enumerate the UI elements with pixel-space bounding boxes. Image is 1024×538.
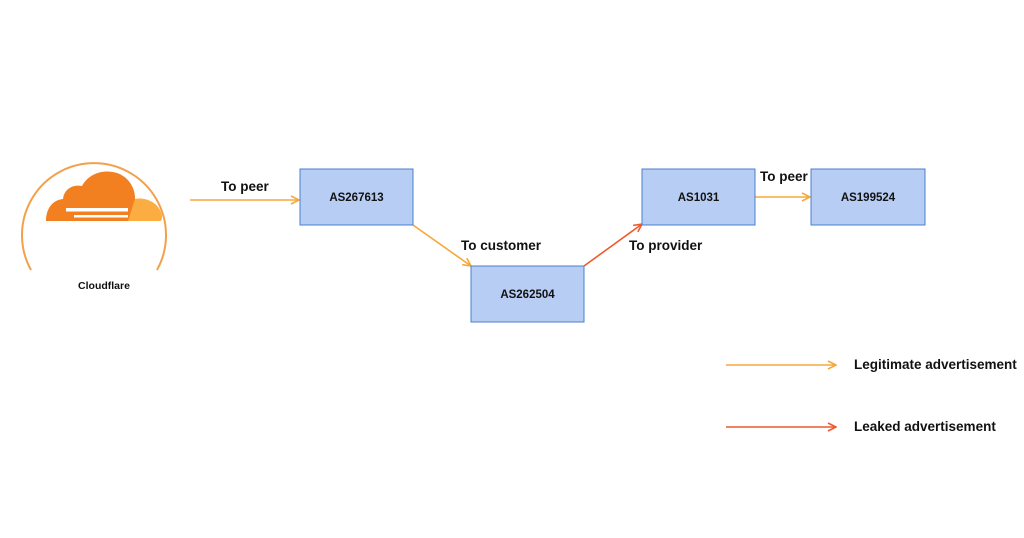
edge-to-customer [412,224,471,266]
as-node-label: AS199524 [841,192,896,204]
cloud-main-shape [46,171,136,221]
cloudflare-cloud-icon [46,171,162,221]
edge-label-to-customer: To customer [461,238,542,253]
cloudflare-label: Cloudflare [78,280,130,292]
as-node-label: AS262504 [500,289,555,301]
edge-to-provider [583,224,642,267]
as-node-1031: AS1031 [641,168,756,226]
cloud-gap [74,215,128,218]
as-node-box [299,168,414,226]
legend-item-leaked: Leaked advertisement [726,419,996,434]
as-node-267613: AS267613 [299,168,414,226]
legend-label-leaked: Leaked advertisement [854,419,996,434]
as-node-box [470,265,585,323]
cloud-gap [66,208,128,212]
as-node-199524: AS199524 [810,168,926,226]
edges [190,197,810,266]
as-node-box [810,168,926,226]
cloudflare-origin: Cloudflare [21,162,167,292]
as-node-262504: AS262504 [470,265,585,323]
legend-label-legitimate: Legitimate advertisement [854,357,1017,372]
as-node-box [641,168,756,226]
cloudflare-circle [21,162,167,271]
legend: Legitimate advertisement Leaked advertis… [726,357,1017,434]
as-node-label: AS1031 [678,192,720,204]
as-node-label: AS267613 [329,192,383,204]
cloud-secondary-shape [128,198,162,221]
edge-label-to-provider: To provider [629,238,703,253]
edge-label-to-peer-2: To peer [760,169,809,184]
legend-item-legitimate: Legitimate advertisement [726,357,1017,372]
edge-label-to-peer-1: To peer [221,179,270,194]
